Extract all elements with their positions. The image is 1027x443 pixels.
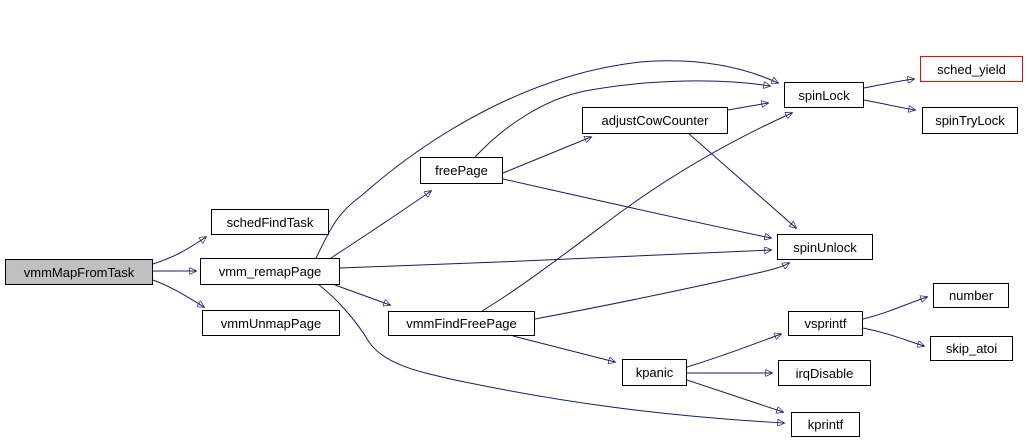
- edge-kpanic-to-vsprintf: [686, 334, 781, 368]
- edge-freePage-to-spinUnlock: [502, 178, 771, 238]
- node-spinTryLock[interactable]: spinTryLock: [922, 107, 1018, 134]
- node-schedFindTask[interactable]: schedFindTask: [211, 209, 329, 235]
- node-number[interactable]: number: [933, 283, 1009, 308]
- edge-kpanic-to-kprintf: [686, 379, 783, 412]
- edge-vmm_remapPage-to-spinLock: [315, 60, 778, 259]
- node-vmmUnmapPage[interactable]: vmmUnmapPage: [202, 310, 340, 336]
- edge-vmm_remapPage-to-spinUnlock: [339, 250, 771, 269]
- node-spinUnlock[interactable]: spinUnlock: [777, 234, 873, 260]
- node-skip_atoi[interactable]: skip_atoi: [930, 336, 1013, 361]
- node-vmm_remapPage[interactable]: vmm_remapPage: [200, 258, 340, 285]
- edge-adjustCowCounter-to-spinLock: [727, 103, 768, 111]
- node-sched_yield[interactable]: sched_yield: [920, 56, 1023, 82]
- edge-vmmFindFreePage-to-spinUnlock: [534, 263, 789, 320]
- edge-spinLock-to-spinTryLock: [863, 99, 915, 110]
- edge-vmmMapFromTask-to-schedFindTask: [152, 237, 206, 265]
- node-kpanic[interactable]: kpanic: [622, 359, 687, 386]
- edge-vsprintf-to-number: [862, 297, 927, 320]
- node-vmmMapFromTask[interactable]: vmmMapFromTask: [5, 259, 153, 285]
- node-adjustCowCounter[interactable]: adjustCowCounter: [582, 107, 728, 134]
- edge-vmmMapFromTask-to-vmmUnmapPage: [152, 279, 204, 307]
- node-vsprintf[interactable]: vsprintf: [788, 311, 863, 336]
- node-freePage[interactable]: freePage: [420, 157, 503, 184]
- edge-spinLock-to-sched_yield: [863, 79, 914, 89]
- edge-vmm_remapPage-to-vmmFindFreePage: [334, 284, 390, 305]
- node-vmmFindFreePage[interactable]: vmmFindFreePage: [388, 311, 535, 336]
- edge-adjustCowCounter-to-spinUnlock: [687, 132, 796, 228]
- edge-vmm_remapPage-to-freePage: [330, 191, 431, 259]
- edge-vmm_remapPage-to-kprintf: [318, 284, 784, 423]
- node-kprintf[interactable]: kprintf: [791, 412, 860, 437]
- node-irqDisable[interactable]: irqDisable: [778, 360, 871, 386]
- edge-vsprintf-to-skip_atoi: [862, 327, 924, 346]
- edge-vmmFindFreePage-to-spinLock: [481, 113, 792, 312]
- edge-freePage-to-spinLock: [474, 80, 770, 158]
- edge-freePage-to-adjustCowCounter: [502, 137, 591, 174]
- node-spinLock[interactable]: spinLock: [784, 82, 864, 108]
- edge-vmmFindFreePage-to-kpanic: [512, 335, 615, 362]
